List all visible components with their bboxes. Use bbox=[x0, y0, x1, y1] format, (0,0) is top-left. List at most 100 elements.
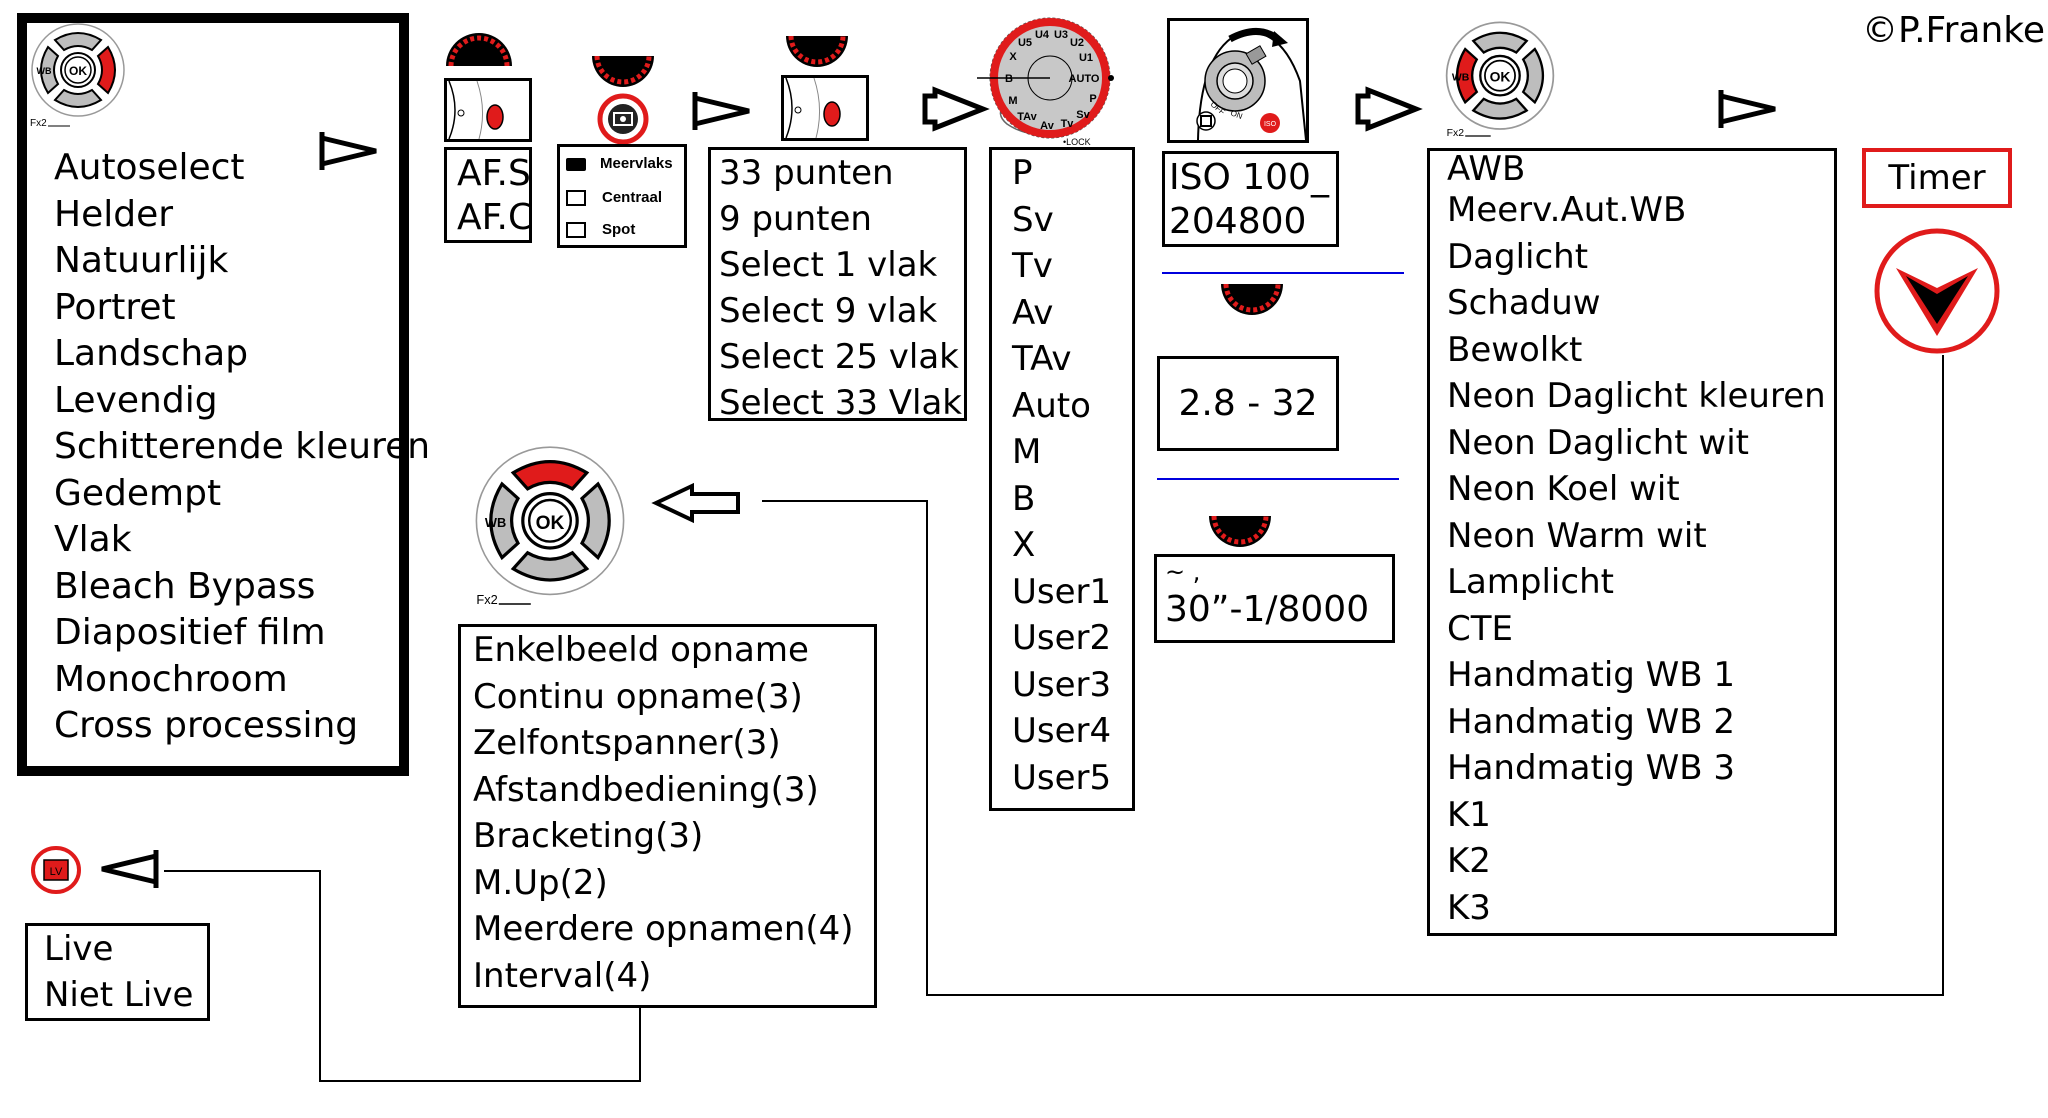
white-balance-item[interactable]: Lamplicht bbox=[1447, 562, 1614, 602]
timer-button[interactable]: Timer bbox=[1862, 148, 2012, 208]
picture-style-item[interactable]: Helder bbox=[54, 193, 174, 235]
metering-item[interactable]: Spot bbox=[566, 221, 635, 239]
drive-mode-item[interactable]: Meerdere opnamen(4) bbox=[473, 909, 854, 949]
drive-mode-item[interactable]: Continu opname(3) bbox=[473, 676, 803, 717]
connector-line bbox=[762, 500, 928, 502]
af-points-item[interactable]: Select 1 vlak bbox=[719, 245, 938, 285]
drive-mode-item[interactable]: Bracketing(3) bbox=[473, 816, 704, 856]
picture-style-item[interactable]: Diapositief film bbox=[54, 612, 326, 653]
svg-text:U3: U3 bbox=[1054, 29, 1068, 41]
white-balance-item[interactable]: Daglicht bbox=[1447, 236, 1589, 277]
live-view-button-icon[interactable]: LV bbox=[30, 845, 82, 895]
exposure-mode-item[interactable]: Av bbox=[1012, 292, 1054, 333]
picture-style-item[interactable]: Portret bbox=[54, 286, 176, 328]
exposure-mode-item[interactable]: Auto bbox=[1012, 385, 1091, 426]
mode-dial-icon[interactable]: AUTO P Sv Tv Av TAv M B X U5 U4 U3 U2 U1… bbox=[977, 14, 1115, 147]
exposure-mode-item[interactable]: P bbox=[1012, 153, 1033, 193]
metering-panel: Meervlaks Centraal Spot bbox=[557, 144, 687, 248]
drive-mode-item[interactable]: Zelfontspanner(3) bbox=[473, 723, 781, 763]
connector-line bbox=[639, 1007, 641, 1082]
exposure-mode-item[interactable]: B bbox=[1012, 478, 1036, 519]
white-balance-item[interactable]: Meerv.Aut.WB bbox=[1447, 190, 1687, 230]
exposure-mode-item[interactable]: User5 bbox=[1012, 757, 1112, 798]
drive-mode-item[interactable]: Enkelbeeld opname bbox=[473, 630, 809, 670]
white-balance-item[interactable]: AWB bbox=[1447, 149, 1526, 189]
picture-style-item[interactable]: Cross processing bbox=[54, 705, 359, 746]
arrow-right-icon bbox=[319, 132, 377, 170]
af-points-item[interactable]: 9 punten bbox=[719, 199, 872, 239]
down-arrow-button-icon[interactable] bbox=[1872, 226, 2002, 356]
picture-style-item[interactable]: Vlak bbox=[54, 519, 132, 560]
svg-text:Fx2: Fx2 bbox=[476, 592, 497, 607]
picture-style-item[interactable]: Natuurlijk bbox=[54, 240, 229, 281]
picture-style-item[interactable]: Gedempt bbox=[54, 472, 222, 514]
metering-item[interactable]: Meervlaks bbox=[566, 155, 673, 172]
connector-line bbox=[319, 1080, 641, 1082]
exposure-mode-item[interactable]: Sv bbox=[1012, 199, 1054, 240]
white-balance-item[interactable]: Neon Warm wit bbox=[1447, 515, 1707, 556]
af-mode-item[interactable]: AF.S bbox=[457, 153, 531, 194]
exposure-mode-item[interactable]: User1 bbox=[1012, 571, 1112, 612]
svg-text:Tv: Tv bbox=[1061, 118, 1075, 130]
white-balance-item[interactable]: K1 bbox=[1447, 794, 1491, 835]
white-balance-item[interactable]: Neon Koel wit bbox=[1447, 469, 1680, 509]
exposure-mode-item[interactable]: M bbox=[1012, 432, 1042, 472]
front-dial-icon[interactable] bbox=[444, 33, 514, 68]
svg-text:OK: OK bbox=[536, 513, 565, 534]
af-mode-item[interactable]: AF.C bbox=[457, 197, 534, 238]
multi-segment-icon bbox=[566, 157, 586, 171]
white-balance-item[interactable]: CTE bbox=[1447, 608, 1513, 649]
four-way-controller-right-icon[interactable]: OK WB Fx2 bbox=[30, 22, 130, 132]
exposure-mode-item[interactable]: User4 bbox=[1012, 711, 1112, 751]
picture-style-item[interactable]: Landschap bbox=[54, 333, 249, 374]
af-points-item[interactable]: Select 33 Vlak bbox=[719, 383, 962, 423]
white-balance-item[interactable]: K3 bbox=[1447, 887, 1491, 928]
white-balance-item[interactable]: Handmatig WB 1 bbox=[1447, 655, 1736, 695]
picture-style-item[interactable]: Autoselect bbox=[54, 147, 245, 188]
exposure-mode-item[interactable]: Tv bbox=[1012, 246, 1053, 286]
af-points-item[interactable]: 33 punten bbox=[719, 153, 894, 193]
svg-text:Fx2: Fx2 bbox=[1447, 128, 1465, 139]
live-view-item[interactable]: Live bbox=[44, 929, 114, 969]
exposure-mode-item[interactable]: X bbox=[1012, 525, 1036, 565]
picture-style-item[interactable]: Schitterende kleuren bbox=[54, 426, 431, 467]
drive-mode-item[interactable]: M.Up(2) bbox=[473, 862, 608, 903]
copyright-label: ©P.Franke bbox=[1862, 10, 2046, 51]
white-balance-item[interactable]: Neon Daglicht kleuren bbox=[1447, 376, 1826, 416]
metering-item[interactable]: Centraal bbox=[566, 189, 662, 207]
svg-text:U1: U1 bbox=[1079, 52, 1093, 64]
drive-mode-panel: Enkelbeeld opname Continu opname(3) Zelf… bbox=[458, 624, 877, 1008]
drive-mode-item[interactable]: Afstandbediening(3) bbox=[473, 769, 819, 810]
arrow-left-icon bbox=[651, 482, 740, 524]
white-balance-panel: AWB Meerv.Aut.WB Daglicht Schaduw Bewolk… bbox=[1427, 148, 1837, 936]
white-balance-item[interactable]: K2 bbox=[1447, 841, 1491, 881]
white-balance-item[interactable]: Bewolkt bbox=[1447, 329, 1583, 370]
divider-line bbox=[1162, 272, 1404, 274]
af-points-item[interactable]: Select 9 vlak bbox=[719, 291, 938, 331]
metering-button-icon[interactable] bbox=[597, 93, 649, 145]
exposure-mode-item[interactable]: User3 bbox=[1012, 664, 1112, 705]
picture-style-item[interactable]: Monochroom bbox=[54, 658, 288, 700]
svg-text:Sv: Sv bbox=[1076, 109, 1090, 121]
live-view-item[interactable]: Niet Live bbox=[44, 975, 194, 1015]
white-balance-item[interactable]: Neon Daglicht wit bbox=[1447, 422, 1749, 463]
connector-line bbox=[1942, 355, 1944, 996]
drive-mode-item[interactable]: Interval(4) bbox=[473, 955, 652, 996]
white-balance-item[interactable]: Handmatig WB 3 bbox=[1447, 748, 1736, 788]
four-way-controller-up-icon[interactable]: OK WB Fx2 bbox=[470, 443, 630, 607]
live-view-panel: Live Niet Live bbox=[25, 923, 210, 1021]
exposure-mode-item[interactable]: User2 bbox=[1012, 618, 1112, 658]
picture-style-item[interactable]: Bleach Bypass bbox=[54, 565, 316, 607]
rear-dial-icon[interactable] bbox=[1219, 282, 1285, 315]
rear-dial-icon[interactable] bbox=[590, 54, 656, 87]
picture-style-panel bbox=[17, 13, 409, 776]
exposure-mode-item[interactable]: TAv bbox=[1012, 339, 1072, 379]
af-points-item[interactable]: Select 25 vlak bbox=[719, 337, 959, 377]
picture-style-item[interactable]: Levendig bbox=[54, 379, 218, 421]
rear-dial-icon[interactable] bbox=[784, 34, 850, 67]
rear-dial-icon[interactable] bbox=[1207, 514, 1273, 547]
four-way-controller-left-icon[interactable]: OK WB Fx2 bbox=[1440, 20, 1560, 139]
arrow-left-icon bbox=[101, 850, 159, 888]
white-balance-item[interactable]: Schaduw bbox=[1447, 283, 1601, 323]
white-balance-item[interactable]: Handmatig WB 2 bbox=[1447, 701, 1736, 742]
